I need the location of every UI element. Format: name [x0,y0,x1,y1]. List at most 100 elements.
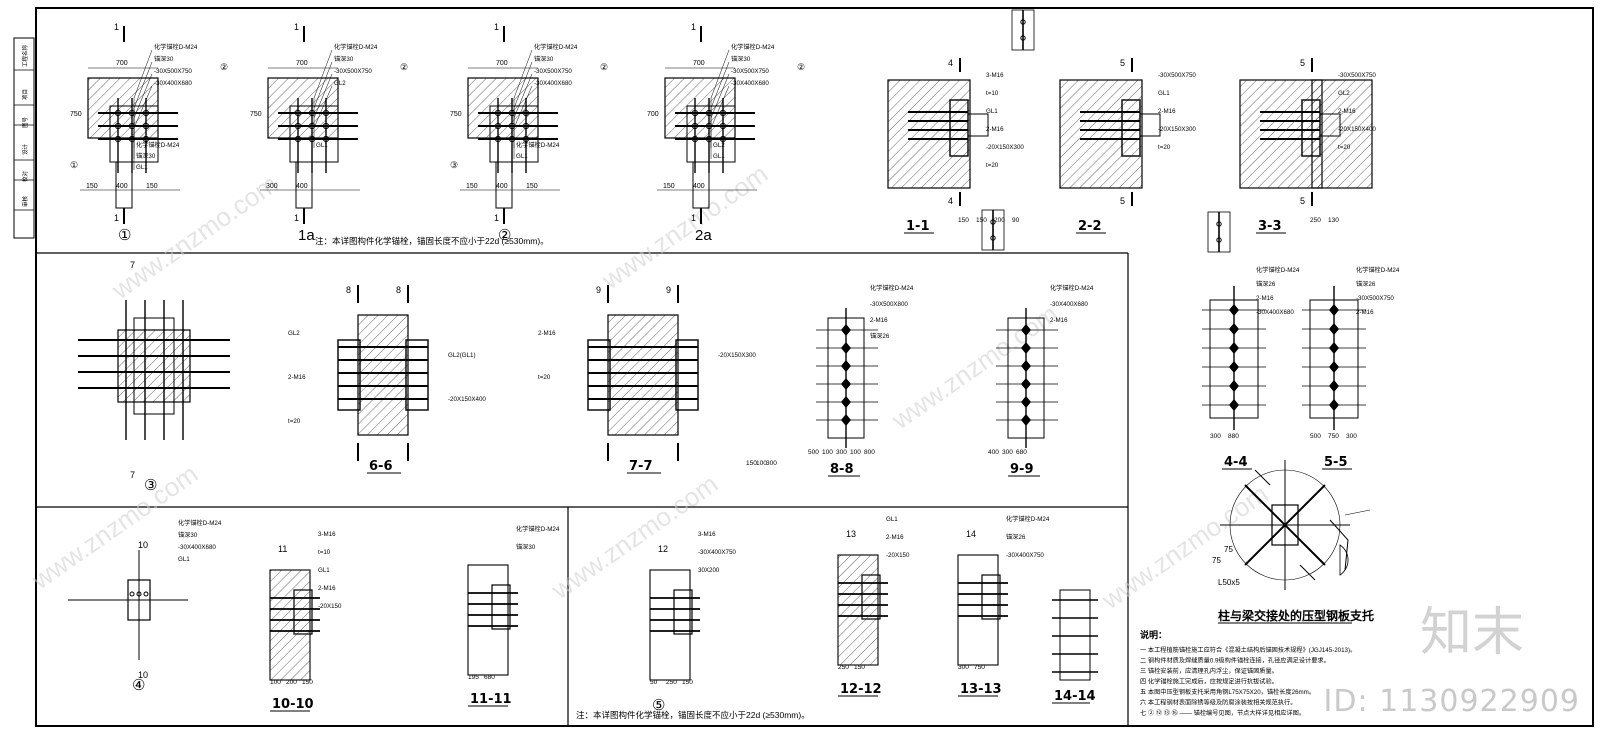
sheet-frame [35,7,1594,727]
section-label: 11-11 [470,692,512,707]
callout-note: t=20 [538,374,551,381]
watermark-text-5: www.znzmo.com [1095,478,1273,615]
callout-note: -30X400X750 [1006,552,1044,559]
callout-note: 化学锚栓D-M24 [178,519,222,527]
dimension: 200 [286,679,297,686]
section-cut-number: 1 [691,22,696,32]
plate-sketch [1011,9,1035,51]
dimension: 100 [756,460,767,467]
title-block-label: 项目 [22,89,29,100]
dimension: 150 [746,460,757,467]
dimension: 200 [994,217,1005,224]
callout-note: 2-M16 [538,330,556,337]
callout-note: t=20 [288,418,301,425]
section-cut-number: 1 [494,213,499,223]
detail-label: ④ [132,677,145,694]
detail-label: 1a [298,227,315,244]
general-note-line: 六 本工程钢材表面除锈等级及防腐涂装按相关规范执行。 [1140,699,1296,707]
callout-note: -20X150X300 [986,144,1024,151]
callout-note: 2-M16 [318,585,336,592]
callout-note: 30X200 [698,567,720,574]
callout-note: 锚深26 [1356,280,1376,288]
callout-note: -30X500X750 [1338,72,1376,79]
section-cut-number: 5 [1300,196,1305,206]
dimension-bottom: 150 [86,183,98,190]
callout-note: GL2 [713,142,725,149]
callout-note: 2-M16 [886,534,904,541]
callout-note: 化学锚栓D-M24 [334,43,378,51]
section-cut-number: 7 [130,470,135,480]
detail-label: 2a [695,227,712,244]
callout-note: 化学锚栓D-M24 [1006,515,1050,523]
dimension-top: 700 [116,60,128,67]
section-cut-number: 14 [966,529,976,539]
callout-note: t=20 [1338,144,1351,151]
callout-note: 3-M16 [986,72,1004,79]
callout-note: 2-M16 [1256,295,1274,302]
title-block-label: 设计 [21,143,29,155]
section-cut-number: 10 [138,670,148,680]
title-block-cells [14,69,34,211]
callout-note: 化学锚栓D-M24 [731,43,775,51]
callout-note: GL1 [516,153,528,160]
section-cut-number: 10 [138,540,148,550]
bracing-note-2: 75 [1212,556,1221,565]
callout-marker: ① [70,160,78,170]
callout-note: 锚深26 [870,332,890,340]
watermark-text-6: www.znzmo.com [885,298,1063,435]
callout-note: -30X500X750 [1158,72,1196,79]
dimension-bottom: 150 [663,183,675,190]
callout-note: -20X150X400 [448,396,486,403]
detail-label: ⑤ [652,697,665,714]
section-cut-number: 1 [691,213,696,223]
dimension: 100 [270,679,281,686]
general-note-line: 二 钢构件材质及焊缝质量0.9级构件锚栓连接，孔径应满足设计要求。 [1140,657,1330,665]
note-1a-text: 注：本详图构件化学锚栓，锚固长度不应小于22d (≥530mm)。 [315,236,549,246]
dimension: 150 [302,679,313,686]
callout-note: -20X150X400 [1338,126,1376,133]
callout-note: GL1 [986,108,998,115]
general-note-line: 七 ② ⑫ ⑬ ⑯ —— 锚栓编号见图，节点大样详见相应详图。 [1140,709,1305,717]
image-id-label: ID: 1130922909 [1323,684,1580,719]
callout-note: -30X500X750 [731,68,769,75]
dimension: 50 [650,679,658,686]
note-bottom: 注：本详图构件化学锚栓，锚固长度不应小于22d (≥530mm)。 [576,710,810,720]
callout-note: t=10 [986,90,999,97]
callout-note: 2-M16 [1158,108,1176,115]
watermark-text-3: www.znzmo.com [25,458,203,595]
callout-note: 锚深30 [731,55,751,63]
section-cut-number: 5 [1300,58,1305,68]
dimension: 150 [958,217,969,224]
callout-note: -20X150X300 [1158,126,1196,133]
callout-note: 化学锚栓D-M24 [136,141,180,149]
callout-note: 锚深30 [534,55,554,63]
section-cut-number: 1 [494,22,499,32]
section-cut-number: 8 [346,285,351,295]
section-cut-number: 8 [396,285,401,295]
watermark-text-2: www.znzmo.com [595,158,773,295]
callout-note: 3-M16 [318,531,336,538]
section-cut-number: 7 [130,260,135,270]
title-block-label: 工程名称 [21,44,29,67]
dimension: 150 [682,679,693,686]
callout-note: -30X400X680 [1050,301,1088,308]
dimension-side: 750 [450,111,462,118]
callout-note: 2-M16 [870,317,888,324]
dimension: 300 [766,460,777,467]
dimension-bottom: 400 [496,183,508,190]
dimension: 400 [988,449,999,456]
callout-note: GL1 [316,142,328,149]
callout-note: GL1 [178,556,190,563]
callout-note: GL1 [318,567,330,574]
dimension: 300 [1210,433,1221,440]
dimension-side: 700 [647,111,659,118]
